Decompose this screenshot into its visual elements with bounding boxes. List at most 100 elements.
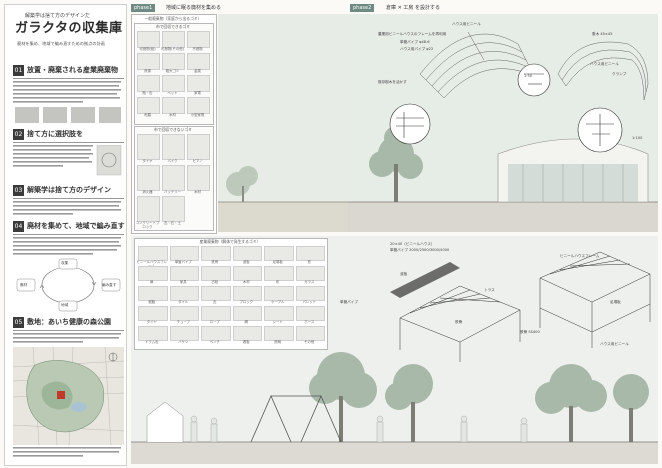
- material-thumbnail: [137, 53, 160, 70]
- material-label: 窓: [307, 260, 311, 264]
- material-label: ピアノ: [192, 159, 203, 163]
- section-01-number: 01: [13, 65, 24, 76]
- material-label: ガラス: [304, 280, 315, 284]
- material-thumbnail: [232, 326, 262, 341]
- material-label: ブロック: [239, 300, 254, 304]
- material-label: 布類: [144, 113, 151, 117]
- axo-label-house-frame: ビニールハウスフレーム: [560, 254, 600, 258]
- material-label: 小型家電: [190, 113, 205, 117]
- material-thumbnail: [162, 31, 185, 48]
- household-waste-header: 一般廃棄物（家庭から出るゴミ）: [144, 16, 202, 21]
- material-thumbnail: [137, 134, 160, 160]
- material-thumbnail: [138, 246, 168, 261]
- material-label: 資源: [144, 69, 151, 73]
- dim-steel: 鉄骨 SS400: [520, 330, 540, 334]
- material-label: ドラム缶: [145, 340, 159, 344]
- material-thumbnail: [187, 75, 210, 92]
- tagline: 廃材を集め、地域で編み直すための拠点の計画: [17, 41, 105, 46]
- material-label: 木材: [242, 280, 250, 284]
- material-label: シート: [272, 320, 283, 324]
- section-05-text-block: [13, 333, 121, 343]
- material-thumbnail: [264, 306, 294, 321]
- material-thumbnail: [187, 134, 210, 160]
- material-label: ロープ: [209, 320, 220, 324]
- note-rafter: 垂木 45×45: [592, 32, 613, 36]
- material-label: 粗大ゴミ: [165, 69, 180, 73]
- city-collected-header: 市で回収できるゴミ: [155, 24, 191, 29]
- material-label: 可燃物(紙): [139, 47, 156, 51]
- industrial-waste-header: 産業廃棄物（解体で発生するゴミ）: [199, 239, 261, 244]
- material-thumbnail: [264, 246, 294, 261]
- material-label: 可燃物(その他): [161, 47, 184, 51]
- material-thumbnail: [137, 75, 160, 92]
- phase2-perspective-section: [348, 14, 658, 232]
- material-label: コンクリートブロック: [135, 221, 160, 229]
- section-05-number: 05: [13, 317, 24, 328]
- section-04-number: 04: [13, 221, 24, 232]
- material-label: 家電: [194, 91, 201, 95]
- material-thumbnail: [187, 165, 210, 191]
- divider: [13, 330, 124, 331]
- material-thumbnail: [162, 75, 185, 92]
- material-thumbnail: [295, 326, 325, 341]
- cycle-label-waste: 廃材: [20, 283, 28, 287]
- material-label: 樹脂: [148, 300, 156, 304]
- material-label: ホース: [304, 320, 315, 324]
- material-thumbnail: [201, 286, 231, 301]
- material-thumbnail: [169, 286, 199, 301]
- section-01-text-block: [13, 81, 121, 123]
- material-label: 鉄骨: [211, 260, 219, 264]
- section-05-footer-text: [13, 447, 121, 457]
- material-thumbnail: [138, 286, 168, 301]
- material-label: 古紙: [211, 280, 219, 284]
- material-thumbnail: [201, 306, 231, 321]
- section-03-number: 03: [13, 185, 24, 196]
- material-thumbnail: [169, 246, 199, 261]
- subtitle: 解築学は捨て方のデザインだ: [25, 13, 91, 19]
- material-thumbnail: [162, 53, 185, 70]
- material-thumbnail: [169, 326, 199, 341]
- material-label: 消火器: [142, 190, 153, 194]
- cycle-label-community: 地域: [61, 303, 69, 307]
- material-thumbnail: [162, 196, 185, 222]
- dim-greenhouse: 20×40（ビニールハウス）: [390, 242, 435, 246]
- material-label: その他: [304, 340, 315, 344]
- material-label: タイル: [178, 300, 189, 304]
- section-04-text-block: [13, 237, 121, 255]
- material-label: ケーブル: [271, 300, 285, 304]
- material-label: 扉: [150, 280, 154, 284]
- phase1-description: 地域に眠る廃材を集める: [166, 5, 222, 11]
- phase2-tag: phase2: [350, 4, 375, 12]
- material-label: 布: [276, 280, 280, 284]
- city-uncollected-header: 市で回収できないゴミ: [154, 127, 192, 132]
- material-thumbnail: [295, 286, 325, 301]
- material-label: 看板: [242, 340, 250, 344]
- dim-truss: トラス: [484, 288, 495, 292]
- section-01-title: 放置・廃棄される産業廃棄物: [27, 66, 118, 74]
- axo-label-scaffold: 足場板: [610, 300, 621, 304]
- material-label: ベンチ: [209, 340, 220, 344]
- section-03-title: 解築学は捨て方のデザイン: [27, 186, 111, 194]
- left-column: 解築学は捨て方のデザインだ ガラクタの収集庫 廃材を集め、地域で編み直すための拠…: [4, 4, 127, 466]
- material-thumbnail: [137, 97, 160, 114]
- material-label: 瓦・石・土: [164, 221, 181, 225]
- material-thumbnail: [232, 286, 262, 301]
- scale-1-50: 1:50: [524, 74, 533, 78]
- material-thumbnail: [264, 286, 294, 301]
- note-house-pipe: ハウス用パイプ φ22: [400, 47, 434, 51]
- material-label: 木材: [169, 113, 176, 117]
- scale-1-100: 1:100: [632, 136, 643, 140]
- material-thumbnail: [295, 306, 325, 321]
- material-label: 瓦: [213, 300, 217, 304]
- material-thumbnail: [137, 196, 160, 222]
- material-thumbnail: [137, 165, 160, 191]
- material-thumbnail: [264, 326, 294, 341]
- section-02-number: 02: [13, 129, 24, 140]
- section-05-title: 敷地：あいち健康の森公園: [27, 318, 111, 326]
- axo-label-steel: 鉄骨: [455, 320, 463, 324]
- material-label: 単管パイプ: [174, 260, 192, 264]
- site-map: [13, 347, 124, 445]
- material-label: 不燃物: [192, 47, 203, 51]
- material-thumbnail: [169, 266, 199, 281]
- phase1-tag: phase1: [131, 4, 156, 12]
